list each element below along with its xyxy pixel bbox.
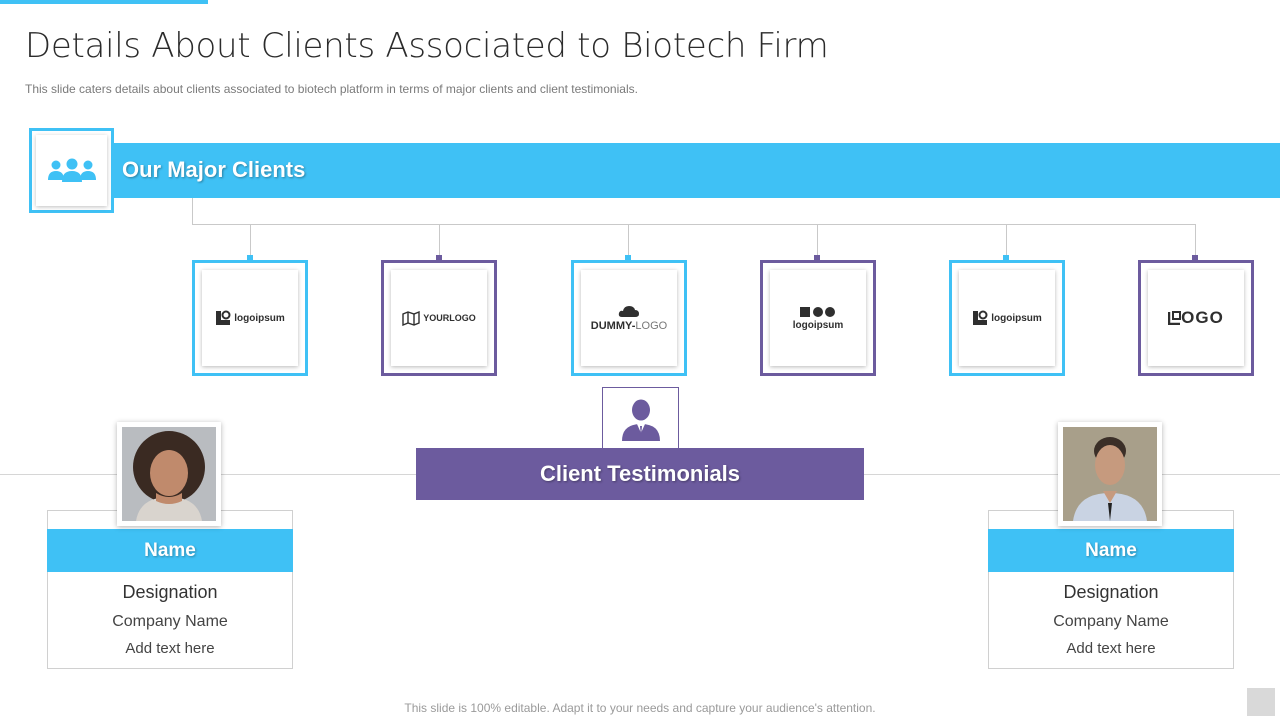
cloud-icon	[618, 306, 639, 317]
client-logo-card: logoipsum	[192, 260, 308, 376]
connector-stem	[1195, 224, 1196, 258]
corner-placeholder	[1247, 688, 1275, 716]
testimonial-photo	[117, 422, 221, 526]
connector-dot	[1192, 255, 1198, 261]
map-fold-icon	[402, 310, 420, 326]
testimonial-designation: Designation	[122, 582, 218, 602]
testimonial-company: Company Name	[112, 613, 228, 630]
client-logo-card: logoipsum	[949, 260, 1065, 376]
major-clients-icon-frame	[29, 128, 114, 213]
people-group-icon	[36, 135, 107, 206]
testimonial-name: Name	[988, 529, 1234, 572]
connector-stem	[817, 224, 818, 258]
top-accent-bar	[0, 0, 208, 4]
connector-line	[192, 224, 1196, 225]
client-logo-text: logoipsum	[792, 319, 844, 331]
testimonial-name: Name	[47, 529, 293, 572]
client-logo: logoipsum	[972, 310, 1042, 326]
testimonial-company: Company Name	[1053, 613, 1169, 630]
connector-dot	[814, 255, 820, 261]
client-logo-card: OGO	[1138, 260, 1254, 376]
connector-dot	[436, 255, 442, 261]
shapes-icon	[800, 306, 835, 317]
testimonials-heading: Client Testimonials	[539, 461, 741, 486]
client-logo: OGO	[1168, 308, 1224, 328]
person-silhouette-icon	[621, 399, 660, 441]
client-logo-text: DUMMY-	[590, 320, 636, 332]
client-logo-text: logoipsum	[991, 312, 1042, 324]
client-logo-text: LOGO	[635, 320, 668, 332]
client-logo: logoipsum	[215, 310, 285, 326]
client-logo-text: OGO	[1181, 308, 1224, 327]
connector-stem	[250, 224, 251, 258]
testimonials-banner: Client Testimonials	[416, 448, 864, 500]
connector-dot	[247, 255, 253, 261]
client-logo-card: DUMMY-LOGO	[571, 260, 687, 376]
testimonials-icon-frame	[602, 387, 679, 450]
connector-stem	[1006, 224, 1007, 258]
client-logo-card: logoipsum	[760, 260, 876, 376]
client-logo-text: YOURLOGO	[423, 313, 476, 323]
client-logo-text: logoipsum	[234, 312, 285, 324]
slide-footer: This slide is 100% editable. Adapt it to…	[404, 701, 876, 715]
l-corner-icon	[1168, 311, 1182, 325]
slide-title: Details About Clients Associated to Biot…	[25, 26, 829, 66]
logoipsum-mark-icon	[216, 310, 231, 325]
connector-dot	[625, 255, 631, 261]
logoipsum-mark-icon	[973, 310, 988, 325]
connector-stem	[628, 224, 629, 258]
slide-subtitle: This slide caters details about clients …	[25, 82, 638, 96]
testimonial-text: Add text here	[125, 640, 215, 657]
testimonial-photo	[1058, 422, 1162, 526]
testimonial-card: Name Designation Company Name Add text h…	[47, 510, 293, 669]
connector-drop	[192, 198, 193, 224]
client-logo: YOURLOGO	[402, 310, 476, 326]
connector-dot	[1003, 255, 1009, 261]
client-logo-card: YOURLOGO	[381, 260, 497, 376]
testimonial-designation: Designation	[1063, 582, 1159, 602]
connector-stem	[439, 224, 440, 258]
client-logo: DUMMY-LOGO	[591, 320, 667, 332]
testimonial-text: Add text here	[1066, 640, 1156, 657]
testimonial-card: Name Designation Company Name Add text h…	[988, 510, 1234, 669]
major-clients-heading: Our Major Clients	[122, 157, 306, 182]
major-clients-banner	[70, 143, 1280, 198]
